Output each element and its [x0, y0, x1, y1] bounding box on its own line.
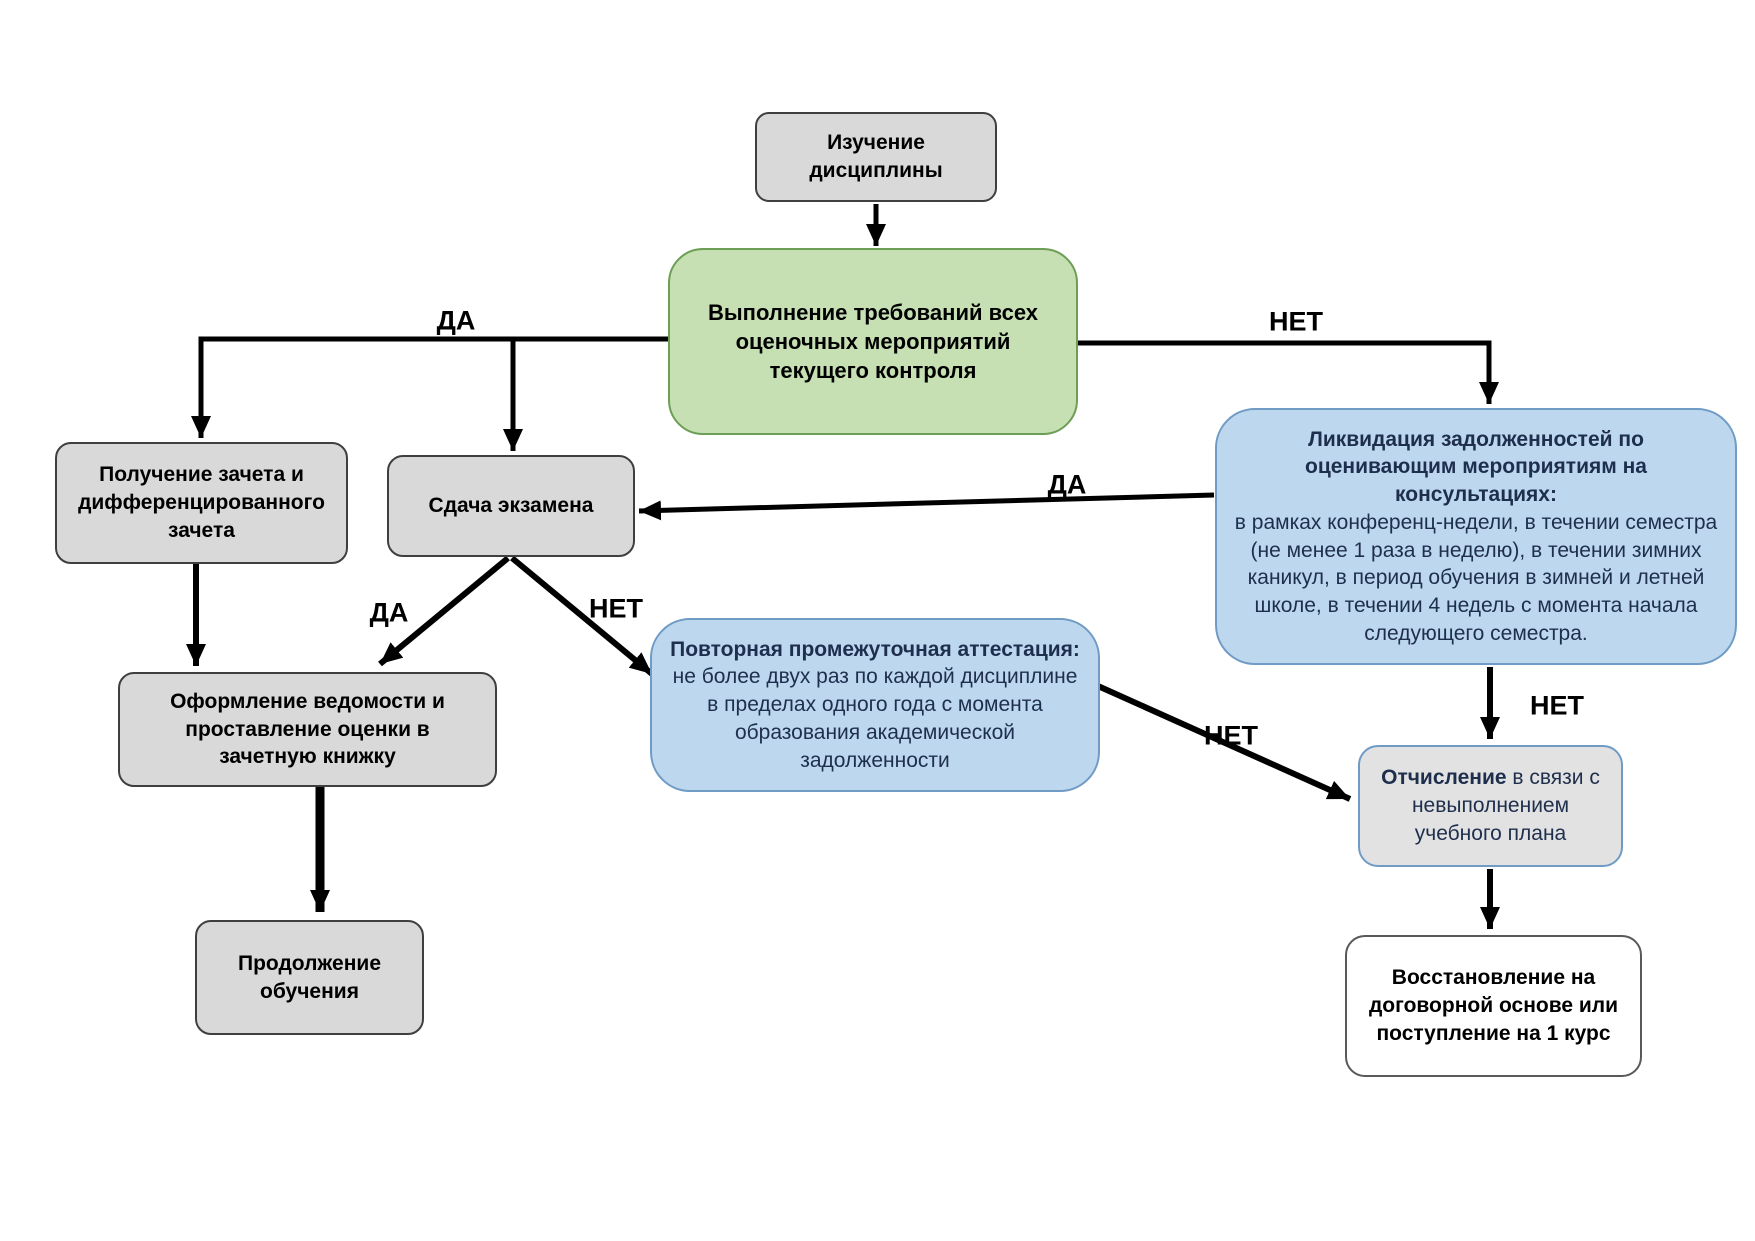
- node-expulsion: Отчисление в связи с невыполнением учебн…: [1358, 745, 1623, 867]
- node-study: Изучение дисциплины: [755, 112, 997, 202]
- edge-reattestation-no-to-expulsion: [1096, 683, 1352, 802]
- edge-fulfillment-no-to-liquidation: [1078, 340, 1499, 404]
- node-continue: Продолжение обучения: [195, 920, 424, 1035]
- edge-label-yes-exam-to-record: ДА: [369, 597, 409, 628]
- node-restoration: Восстановление на договорной основе или …: [1345, 935, 1642, 1077]
- node-restoration-label: Восстановление на договорной основе или …: [1368, 966, 1619, 1045]
- node-record-label: Оформление ведомости и проставление оцен…: [170, 689, 445, 769]
- edge-label-no-exam-to-reattestation: НЕТ: [589, 593, 643, 624]
- edge-fulfillment-yes-to-credit: [191, 336, 668, 438]
- edge-label-no-top-right: НЕТ: [1269, 306, 1323, 337]
- edge-exam-no-to-reattestation: [510, 555, 654, 677]
- node-continue-label: Продолжение обучения: [237, 951, 381, 1003]
- node-credit-label: Получение зачета и дифференцированного з…: [78, 463, 325, 542]
- node-record: Оформление ведомости и проставление оцен…: [118, 672, 497, 787]
- node-expulsion-title: Отчисление: [1381, 766, 1507, 790]
- edge-label-yes-top-left: ДА: [436, 305, 476, 336]
- edge-label-yes-liquidation-to-exam: ДА: [1047, 469, 1087, 500]
- node-credit: Получение зачета и дифференцированного з…: [55, 442, 348, 564]
- node-reattestation-body: не более двух раз по каждой дисциплине в…: [672, 665, 1078, 772]
- node-fulfillment: Выполнение требований всех оценочных мер…: [668, 248, 1078, 435]
- edge-label-no-reattestation-to-expulsion: НЕТ: [1204, 720, 1258, 751]
- node-liquidation-title: Ликвидация задолженностей по оценивающим…: [1305, 427, 1647, 507]
- edge-liquidation-yes-to-exam: [638, 492, 1215, 521]
- node-liquidation-body: в рамках конференц-недели, в течении сем…: [1234, 510, 1718, 645]
- node-expulsion-label: Отчисление в связи с невыполнением учебн…: [1374, 764, 1607, 847]
- node-exam-label: Сдача экзамена: [428, 494, 594, 518]
- node-reattestation: Повторная промежуточная аттестация: не б…: [650, 618, 1100, 792]
- node-liquidation: Ликвидация задолженностей по оценивающим…: [1215, 408, 1737, 665]
- edge-label-no-liquidation-to-expulsion: НЕТ: [1530, 690, 1584, 721]
- node-fulfillment-label: Выполнение требований всех оценочных мер…: [707, 299, 1038, 384]
- node-exam: Сдача экзамена: [387, 455, 635, 557]
- node-reattestation-title: Повторная промежуточная аттестация:: [670, 637, 1080, 661]
- edge-exam-yes-to-record: [378, 555, 510, 667]
- node-expulsion-body: в связи с невыполнением учебного плана: [1411, 766, 1600, 845]
- node-study-label: Изучение дисциплины: [809, 131, 943, 182]
